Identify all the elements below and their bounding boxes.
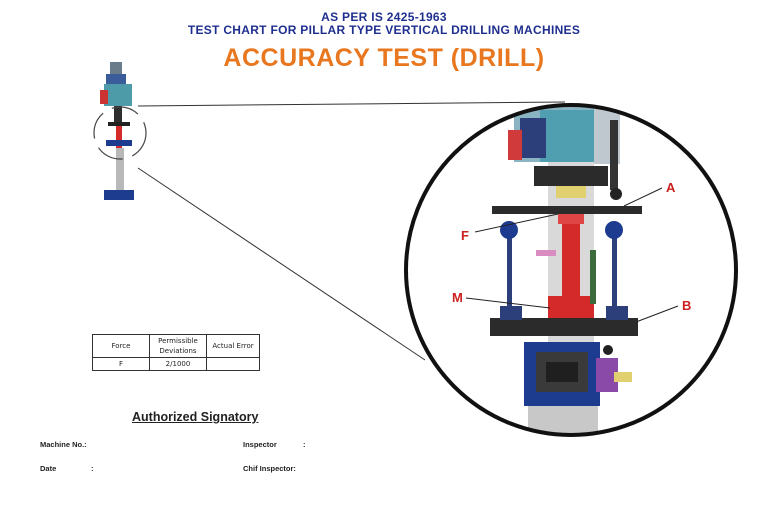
error-table: Force Permissible Deviations Actual Erro… [92, 334, 260, 371]
callout-m: M [452, 290, 463, 305]
page-title: ACCURACY TEST (DRILL) [223, 44, 545, 72]
inspector-colon: : [303, 440, 306, 449]
leader-a [623, 187, 663, 207]
machine-thumbnail [93, 62, 147, 200]
callout-a: A [666, 180, 676, 195]
cell-force: F [92, 357, 150, 371]
chart-subtitle: TEST CHART FOR PILLAR TYPE VERTICAL DRIL… [187, 23, 581, 37]
authorized-signatory-heading: Authorized Signatory [132, 410, 259, 424]
date-label: Date [40, 464, 57, 473]
header-actual-error: Actual Error [206, 334, 260, 358]
leader-m [465, 297, 551, 309]
date-colon: : [91, 464, 94, 473]
cell-actual-error [206, 357, 260, 371]
cell-permissible-deviation: 2/1000 [149, 357, 207, 371]
leader-f [474, 213, 559, 233]
callout-b: B [682, 298, 691, 313]
inspector-label: Inspector [243, 440, 277, 449]
header-permissible-deviations: Permissible Deviations [149, 334, 207, 358]
magnified-view [406, 105, 736, 435]
zoom-connector-top [137, 101, 566, 107]
chief-inspector-label: Chif Inspector: [243, 464, 296, 473]
leader-b [635, 305, 679, 323]
error-table-header-row: Force Permissible Deviations Actual Erro… [92, 334, 260, 358]
table-row: F 2/1000 [92, 357, 260, 371]
magnifier-ring [404, 103, 738, 437]
zoom-connector-bottom [137, 167, 426, 361]
machine-no-label: Machine No.: [40, 440, 87, 449]
header-force: Force [92, 334, 150, 358]
standard-reference: AS PER IS 2425-1963 [321, 10, 447, 24]
callout-f: F [461, 228, 469, 243]
